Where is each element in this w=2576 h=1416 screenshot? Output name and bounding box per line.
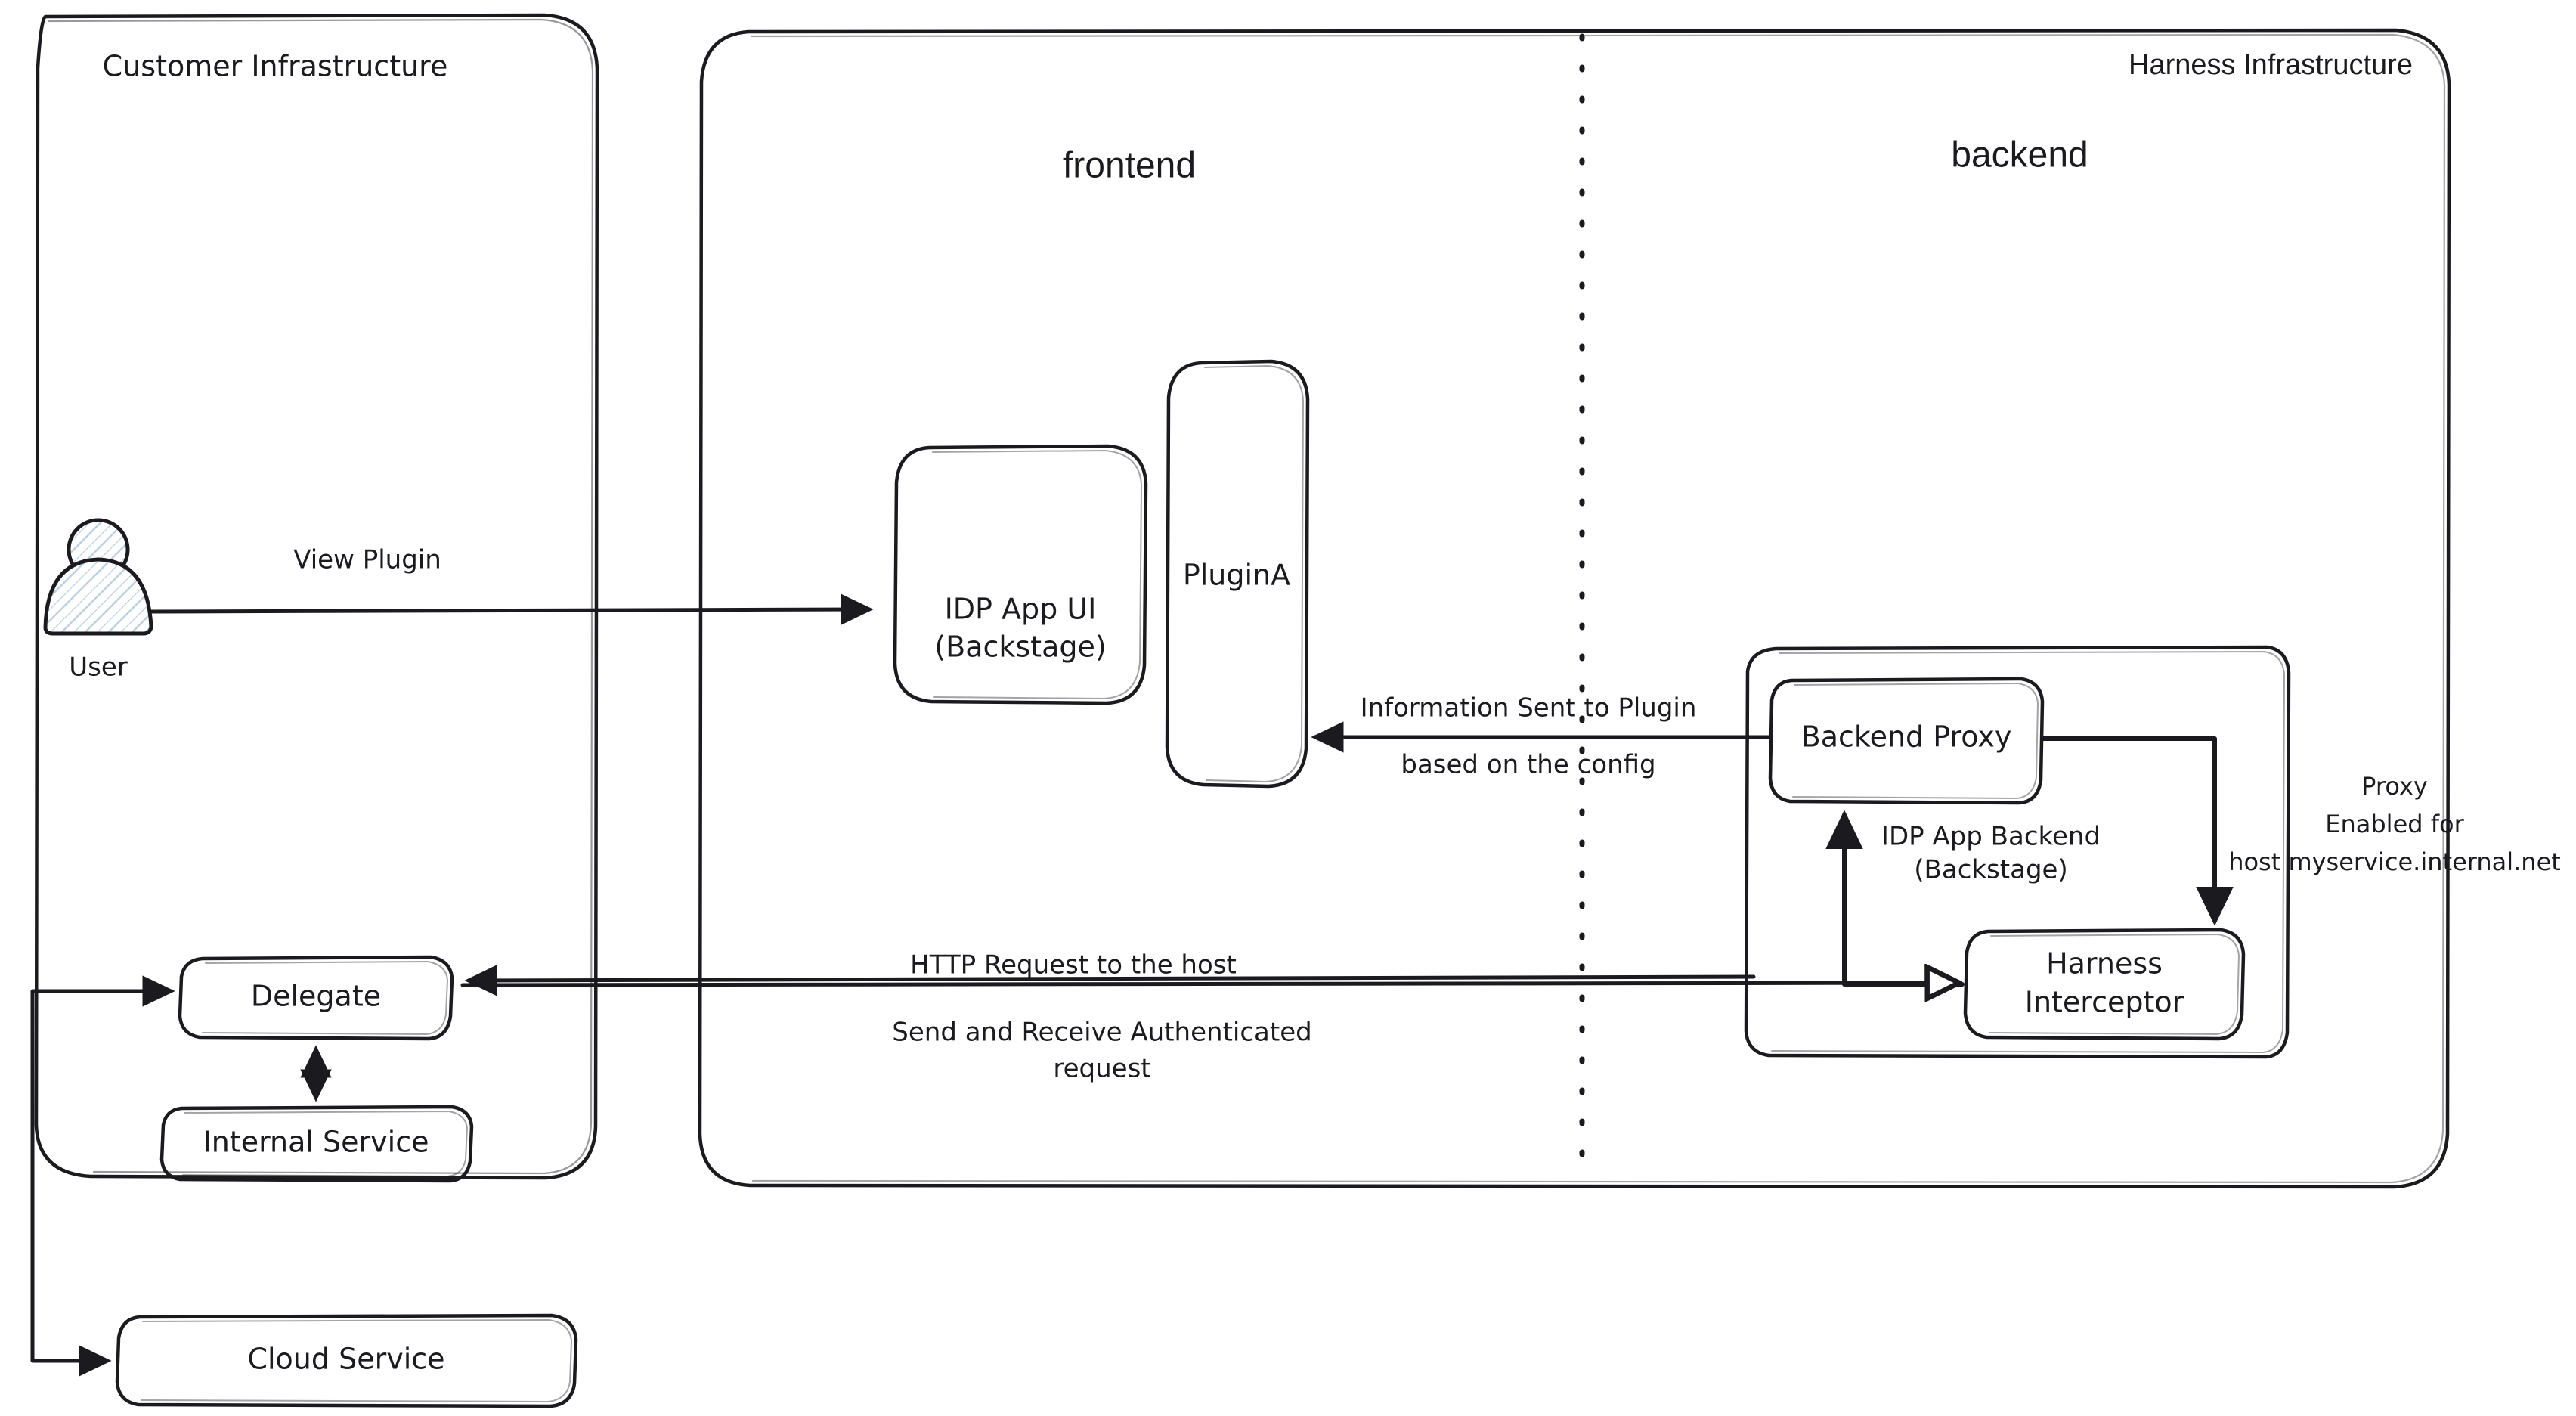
- node-backend-proxy-label: Backend Proxy: [1801, 720, 2012, 754]
- edge-proxy-enabled-line2: Enabled for: [2325, 810, 2464, 838]
- edge-proxy-enabled-line1: Proxy: [2361, 772, 2428, 801]
- user-label: User: [69, 652, 128, 683]
- node-backend-proxy[interactable]: [1768, 677, 2045, 805]
- node-idp-app-ui-line1: IDP App UI: [945, 593, 1097, 626]
- edge-view-plugin: [149, 593, 874, 625]
- node-idp-app-ui-line2: (Backstage): [934, 631, 1106, 664]
- node-delegate[interactable]: [178, 955, 454, 1041]
- edge-http-request-line2: Send and Receive Authenticated: [892, 1018, 1311, 1048]
- node-harness-interceptor[interactable]: [1963, 928, 2246, 1041]
- harness-infrastructure-container: [698, 28, 2451, 1189]
- node-cloud-service-label: Cloud Service: [247, 1343, 444, 1376]
- harness-infrastructure-label: Harness Infrastructure: [2129, 49, 2413, 81]
- node-plugin-a-label: PluginA: [1183, 559, 1290, 592]
- node-internal-service-label: Internal Service: [203, 1126, 429, 1159]
- group-idp-app-backend: [1744, 645, 2291, 1059]
- edge-delegate-cloud-service: [30, 975, 175, 1377]
- section-backend-label: backend: [1951, 135, 2088, 175]
- edge-information-sent-line1: Information Sent to Plugin: [1361, 693, 1697, 723]
- edge-http-request: [460, 977, 1958, 985]
- user-actor: [43, 518, 153, 636]
- node-idp-app-ui[interactable]: [893, 444, 1148, 705]
- edge-proxy-to-interceptor: [2040, 736, 2234, 926]
- edge-proxy-enabled-line3: host myservice.internal.net: [2228, 847, 2561, 876]
- customer-infrastructure-container: [34, 13, 599, 1180]
- section-frontend-label: frontend: [1063, 146, 1196, 186]
- node-plugin-a[interactable]: [1165, 359, 1310, 789]
- node-harness-interceptor-line2: Interceptor: [2025, 986, 2184, 1019]
- group-idp-app-backend-line2: (Backstage): [1914, 855, 2067, 885]
- customer-infrastructure-label: Customer Infrastructure: [103, 50, 448, 83]
- node-harness-interceptor-line1: Harness: [2046, 947, 2163, 981]
- edge-http-request-line3: request: [1053, 1054, 1150, 1084]
- edge-http-request-line1: HTTP Request to the host: [910, 950, 1237, 981]
- group-idp-app-backend-line1: IDP App Backend: [1881, 822, 2101, 852]
- node-delegate-label: Delegate: [251, 980, 381, 1013]
- edge-view-plugin-label: View Plugin: [293, 545, 441, 575]
- edge-information-sent-line2: based on the config: [1401, 750, 1655, 780]
